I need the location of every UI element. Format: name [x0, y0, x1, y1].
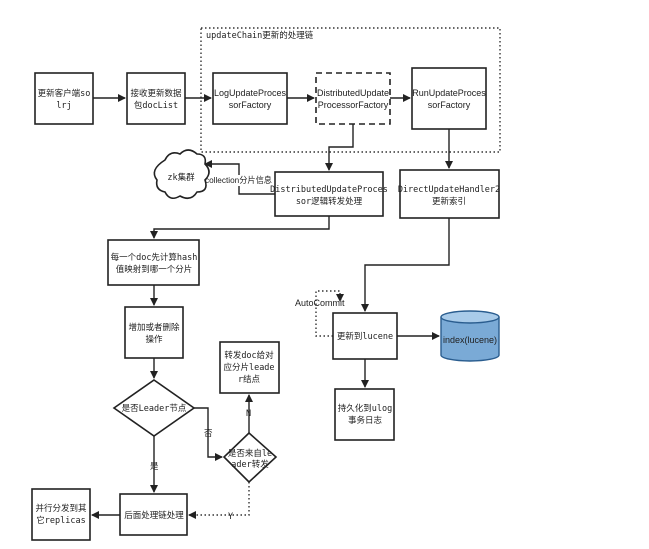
- node-label: 应分片leade: [223, 362, 274, 373]
- node-label: zk集群: [167, 172, 195, 183]
- node-label: 是否来自le: [228, 448, 272, 459]
- node-label: sorFactory: [428, 100, 471, 110]
- node-add-or-delete: 增加或者删除 操作: [124, 306, 184, 359]
- node-label: LogUpdateProces: [214, 88, 287, 98]
- node-label: sorFactory: [229, 100, 272, 110]
- node-distribute-replicas: 并行分发到其 它replicas: [31, 488, 91, 541]
- node-client: 更新客户端so lrj: [34, 72, 94, 125]
- node-label: 包docList: [134, 100, 178, 111]
- node-chain-process: 后面处理链处理: [119, 493, 188, 536]
- edges: [91, 94, 453, 519]
- node-forward-to-leader: 转发doc给对 应分片leade r结点: [219, 341, 280, 394]
- node-label: 后面处理链处理: [124, 510, 184, 521]
- node-label: 它replicas: [36, 515, 85, 526]
- node-label: 持久化到ulog: [338, 403, 392, 414]
- node-persist-ulog: 持久化到ulog 事务日志: [334, 388, 395, 441]
- node-direct-update-handler2: DirectUpdateHandler2 更新索引: [398, 169, 500, 219]
- node-label: ProcessorFactory: [318, 100, 389, 110]
- node-label: 更新客户端so: [38, 88, 91, 99]
- edge-label-y: Y: [228, 512, 233, 522]
- node-label: 每一个doc先计算hash: [111, 252, 198, 263]
- node-distributed-update-processor: DistributedUpdateProces sor逻辑转发处理: [270, 171, 388, 217]
- node-label: RunUpdateProces: [412, 88, 486, 98]
- node-label: lrj: [56, 101, 71, 111]
- edge-label-collection-info: collection分片信息: [205, 175, 272, 185]
- update-chain-container: [200, 27, 501, 153]
- node-label: DirectUpdateHandler2: [398, 185, 500, 195]
- edge-label-n: N: [246, 409, 251, 419]
- node-label: 是否Leader节点: [122, 404, 187, 414]
- node-label: 操作: [145, 334, 163, 345]
- index-lucene-cylinder: index(lucene): [440, 310, 500, 362]
- node-label: index(lucene): [443, 335, 497, 345]
- node-update-lucene: 更新到lucene: [332, 312, 398, 360]
- edge-label-collection-info-bg: [205, 175, 273, 186]
- node-log-update-processor-factory: LogUpdateProces sorFactory: [212, 72, 288, 125]
- edge-label-no: 否: [204, 429, 213, 439]
- node-hash-shard: 每一个doc先计算hash 值映射到哪一个分片: [107, 239, 200, 286]
- node-label: r结点: [238, 374, 261, 385]
- node-label: 增加或者删除: [128, 322, 180, 333]
- node-label: DistributedUpdate: [317, 88, 389, 98]
- node-label: ader转发: [231, 459, 269, 470]
- node-run-update-processor-factory: RunUpdateProces sorFactory: [411, 67, 487, 130]
- node-label: 事务日志: [348, 415, 383, 426]
- node-label: 更新索引: [432, 196, 466, 207]
- node-label: sor逻辑转发处理: [296, 196, 363, 207]
- node-label: 并行分发到其: [35, 503, 87, 514]
- node-label: DistributedUpdateProces: [270, 185, 388, 195]
- container-label: updateChain更新的处理链: [206, 30, 314, 41]
- decision-is-leader: 是否Leader节点: [112, 379, 196, 437]
- edge-label-yes: 是: [150, 462, 159, 472]
- node-zk-cluster-cloud: zk集群: [153, 149, 210, 200]
- node-label: 更新到lucene: [337, 331, 393, 342]
- node-distributed-update-processor-factory: DistributedUpdate ProcessorFactory: [315, 72, 391, 125]
- node-label: 转发doc给对: [224, 350, 274, 361]
- node-label: 接收更新数据: [130, 88, 182, 99]
- decision-from-leader: 是否来自le ader转发: [222, 431, 278, 484]
- node-label: 值映射到哪一个分片: [116, 264, 193, 275]
- node-receive-doclist: 接收更新数据 包docList: [126, 72, 186, 125]
- edge-label-autocommit: AutoCommit: [295, 298, 345, 308]
